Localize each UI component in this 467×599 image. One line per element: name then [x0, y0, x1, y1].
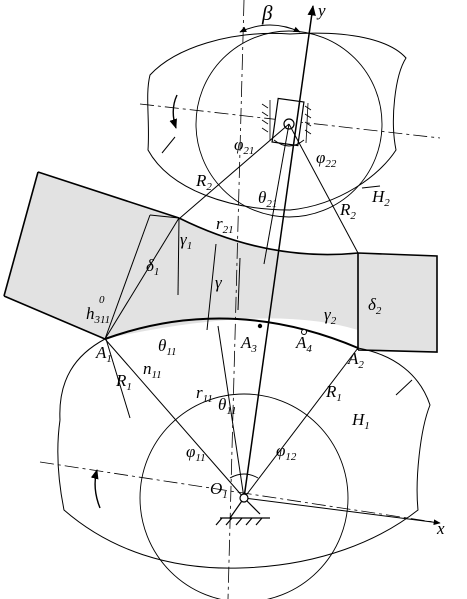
label-delta2: δ2 [368, 295, 382, 317]
label-h311: h311 [86, 304, 110, 326]
strip-right [358, 253, 437, 352]
label-A1: A1 [95, 343, 112, 365]
strip-left [4, 172, 358, 339]
label-r11: r11 [196, 383, 213, 405]
labels: β y x φ21 φ22 R2 θ21 H2 r21 R2 δ1 γ1 γ δ… [86, 1, 445, 538]
label-phi11: φ11 [186, 442, 206, 464]
x-axis [243, 497, 441, 525]
label-phi21: φ21 [234, 135, 254, 157]
upper-radial-lines [161, 123, 381, 265]
label-x-axis: x [436, 519, 445, 538]
lower-horizontal-axis [39, 461, 441, 524]
label-gamma1: γ1 [180, 230, 192, 252]
label-n11: n11 [143, 359, 162, 381]
label-theta21: θ21 [258, 188, 277, 210]
upper-angle-arc [273, 139, 305, 147]
label-r21: r21 [216, 214, 234, 236]
label-R1-right: R1 [325, 382, 342, 404]
label-R1-left: R1 [115, 371, 132, 393]
label-R2-right: R2 [339, 200, 356, 222]
label-phi12: φ12 [276, 441, 297, 463]
lower-roll-inner [139, 393, 349, 599]
label-A4: A4 [295, 333, 312, 355]
label-delta1: δ1 [146, 256, 159, 278]
contact-arc-lower [104, 317, 359, 349]
y-axis [243, 4, 316, 499]
strip-construction-lines [104, 214, 241, 340]
label-O1: O1 [210, 479, 228, 501]
upper-roll-outline [147, 32, 407, 211]
label-A3: A3 [240, 333, 257, 355]
lower-rotation-arrow [90, 469, 101, 509]
label-theta11-b: θ11 [218, 395, 237, 417]
lower-radial-lines [104, 325, 413, 499]
label-gamma: γ [215, 273, 223, 292]
label-beta: β [261, 1, 273, 25]
lower-roll-outline [57, 338, 431, 569]
label-A2: A2 [347, 349, 364, 371]
upper-rotation-arrow [169, 94, 178, 129]
label-y-axis: y [316, 1, 326, 20]
vertical-axis [227, 0, 245, 599]
point-A4-marker [301, 329, 307, 335]
label-h311-superscript: 0 [99, 294, 105, 306]
label-phi22: φ22 [316, 148, 337, 170]
strip-outline [3, 171, 438, 353]
lower-pivot [239, 493, 249, 503]
point-A3-marker [257, 323, 263, 329]
label-theta11-a: θ11 [158, 336, 177, 358]
label-gamma2: γ2 [324, 305, 337, 327]
label-H2: H2 [371, 187, 390, 209]
lower-angle-arc [229, 473, 259, 479]
label-H1: H1 [351, 410, 370, 432]
beta-arc [239, 24, 301, 33]
contact-arc-upper [178, 217, 359, 256]
slider-hatching [261, 100, 312, 144]
label-R2-left: R2 [195, 171, 212, 193]
